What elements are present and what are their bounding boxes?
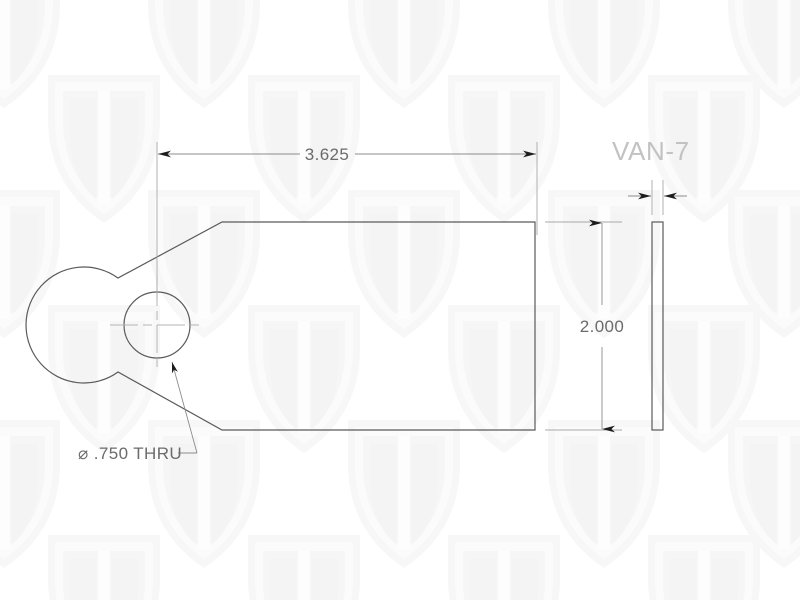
part-outline bbox=[25, 221, 536, 431]
dimension-thickness bbox=[628, 180, 687, 215]
dimension-length: 3.625 bbox=[156, 142, 538, 300]
dimension-length-text: 3.625 bbox=[305, 145, 350, 164]
part-label: VAN-7 bbox=[612, 136, 690, 166]
leader-line bbox=[171, 361, 198, 454]
front-view bbox=[25, 221, 536, 431]
hole-callout: ⌀ .750 THRU bbox=[78, 361, 198, 463]
side-view bbox=[651, 221, 664, 431]
hole-callout-text: ⌀ .750 THRU bbox=[78, 444, 182, 463]
dimension-height: 2.000 bbox=[545, 219, 625, 433]
dimension-height-text: 2.000 bbox=[580, 317, 625, 336]
side-view-profile bbox=[651, 221, 664, 431]
